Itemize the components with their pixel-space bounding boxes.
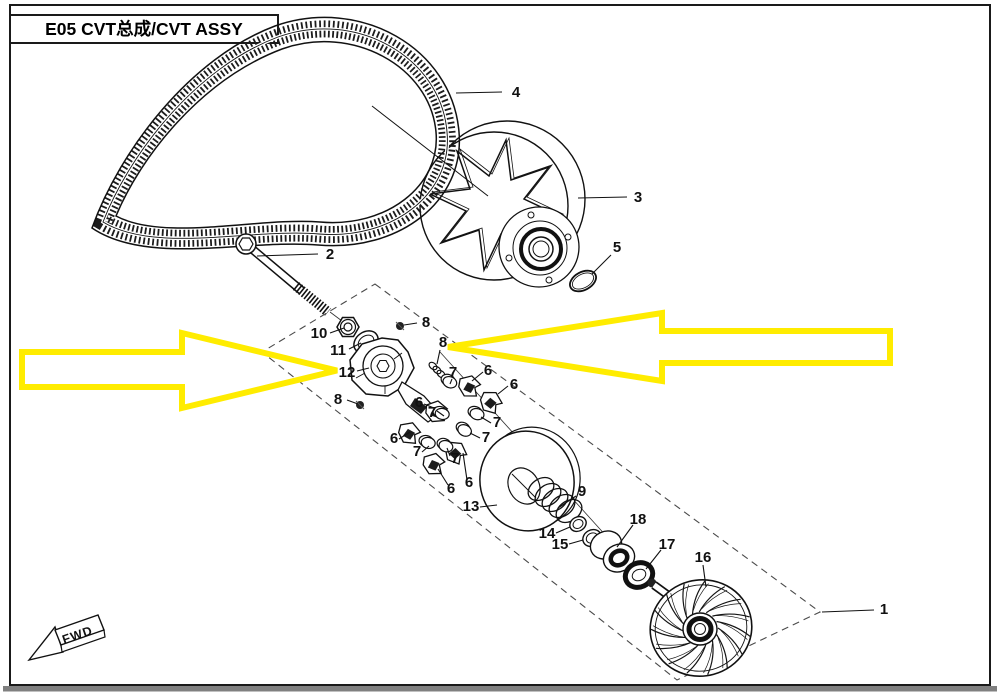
- screw-part-8b: [355, 400, 365, 410]
- callout-6: 6: [484, 362, 492, 379]
- callout-6: 6: [390, 430, 398, 447]
- page-title: E05 CVT总成/CVT ASSY: [45, 19, 243, 39]
- driven-pulley-part-3: [419, 120, 586, 288]
- callout-6: 6: [465, 474, 473, 491]
- bushing-part-18: [589, 530, 636, 573]
- callout-7: 7: [493, 414, 501, 431]
- leader-lines: [256, 91, 707, 588]
- callout-8: 8: [439, 334, 447, 351]
- ring-part-14: [569, 515, 587, 533]
- callout-15: 15: [552, 536, 569, 553]
- callout-7: 7: [449, 364, 457, 381]
- callout-8: 8: [422, 314, 430, 331]
- callout-12: 12: [339, 364, 356, 381]
- title-box: E05 CVT总成/CVT ASSY: [9, 14, 279, 44]
- callout-labels: 1 2 3 4 5 6 6 6 6 6 6 7 7 7 7 7 7 8 8 8 …: [311, 84, 889, 618]
- callout-6: 6: [415, 394, 423, 411]
- callout-1: 1: [880, 601, 888, 618]
- callout-7: 7: [451, 450, 459, 467]
- callout-5: 5: [613, 239, 621, 256]
- callout-16: 16: [695, 549, 712, 566]
- assembly-outline: [261, 283, 875, 681]
- oring-part-5: [569, 269, 597, 293]
- callout-14: 14: [539, 525, 556, 542]
- callout-4: 4: [512, 84, 521, 101]
- highlight-arrows: [19, 309, 893, 412]
- nut-part-10: [336, 316, 360, 338]
- callout-6: 6: [447, 480, 455, 497]
- callout-9: 9: [578, 483, 586, 500]
- callout-18: 18: [630, 511, 647, 528]
- callout-11: 11: [330, 342, 346, 359]
- screw-part-8a: [395, 321, 405, 331]
- callout-7: 7: [413, 443, 421, 460]
- callout-7: 7: [482, 429, 490, 446]
- callout-8: 8: [334, 391, 342, 408]
- highlight-arrow-left: [19, 329, 338, 412]
- callout-17: 17: [659, 536, 676, 553]
- highlight-arrow-right: [447, 309, 893, 385]
- callout-10: 10: [311, 325, 328, 342]
- callout-7: 7: [428, 404, 436, 421]
- callout-6: 6: [510, 376, 518, 393]
- fan-pulley-part-16: [649, 578, 753, 678]
- fwd-arrow: FWD: [27, 614, 106, 662]
- callout-2: 2: [326, 246, 334, 263]
- callout-13: 13: [463, 498, 480, 515]
- bolt-part-2: [235, 233, 332, 316]
- page-border: [3, 4, 997, 692]
- callout-3: 3: [634, 189, 642, 206]
- cover-part-13: [479, 426, 581, 532]
